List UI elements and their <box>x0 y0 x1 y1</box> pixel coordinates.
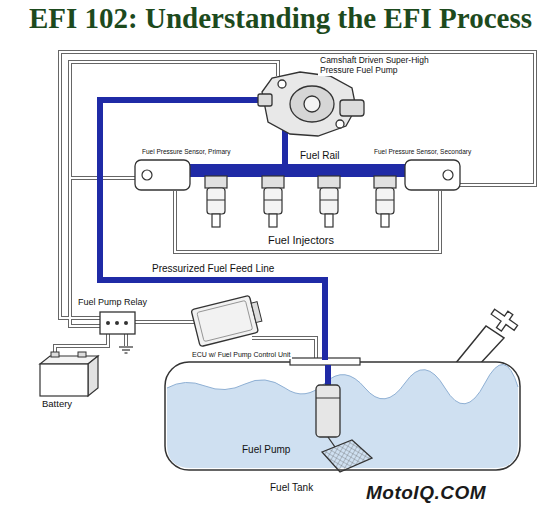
feed-line <box>100 100 325 360</box>
ground-wire <box>124 334 128 346</box>
part-label: ECU w/ Fuel Pump Control Unit <box>190 351 292 359</box>
battery <box>40 352 98 396</box>
injector-harness <box>175 191 440 252</box>
high-pressure-pump <box>258 72 364 136</box>
part-label: Fuel Pump <box>240 444 292 456</box>
part-label: Battery <box>40 399 74 410</box>
watermark: MotoIQ.COM <box>364 482 488 504</box>
wiring <box>55 52 535 364</box>
fuel-strainer <box>322 440 372 472</box>
fuel-injector <box>318 176 340 227</box>
pickup-tube <box>328 437 335 447</box>
fuel-rail <box>170 164 420 177</box>
fuel-pump-relay <box>100 312 135 334</box>
part-label: Camshaft Driven Super-High Pressure Fuel… <box>318 56 462 76</box>
pressure-sensor-secondary <box>405 160 460 190</box>
ground-symbol <box>119 347 133 353</box>
fuel-surface <box>167 364 518 403</box>
battery-wire <box>55 334 108 358</box>
ecu-box <box>191 294 264 347</box>
fuel-injectors <box>205 176 396 227</box>
filler-neck <box>455 326 504 366</box>
fuel-injector <box>374 176 396 227</box>
part-label: Fuel Pressure Sensor, Primary <box>140 148 233 155</box>
part-label: Pressurized Fuel Feed Line <box>150 263 276 275</box>
part-label: Fuel Pump Relay <box>76 297 149 307</box>
part-label: Fuel Rail <box>298 150 341 162</box>
pump-outlet <box>325 365 331 386</box>
fuel-cap <box>487 304 521 336</box>
page-title: EFI 102: Understanding the EFI Process <box>29 2 532 35</box>
pressure-sensor-primary <box>135 160 190 190</box>
fuel-injector <box>205 176 227 227</box>
part-label: Fuel Tank <box>268 482 315 494</box>
fuel-pump <box>316 385 340 437</box>
relay-wire <box>135 320 198 324</box>
fuel-injector <box>262 176 284 227</box>
rail-feed <box>282 130 288 165</box>
part-label: Fuel Pressure Sensor, Secondary <box>372 148 473 155</box>
part-label: Fuel Injectors <box>266 234 336 247</box>
